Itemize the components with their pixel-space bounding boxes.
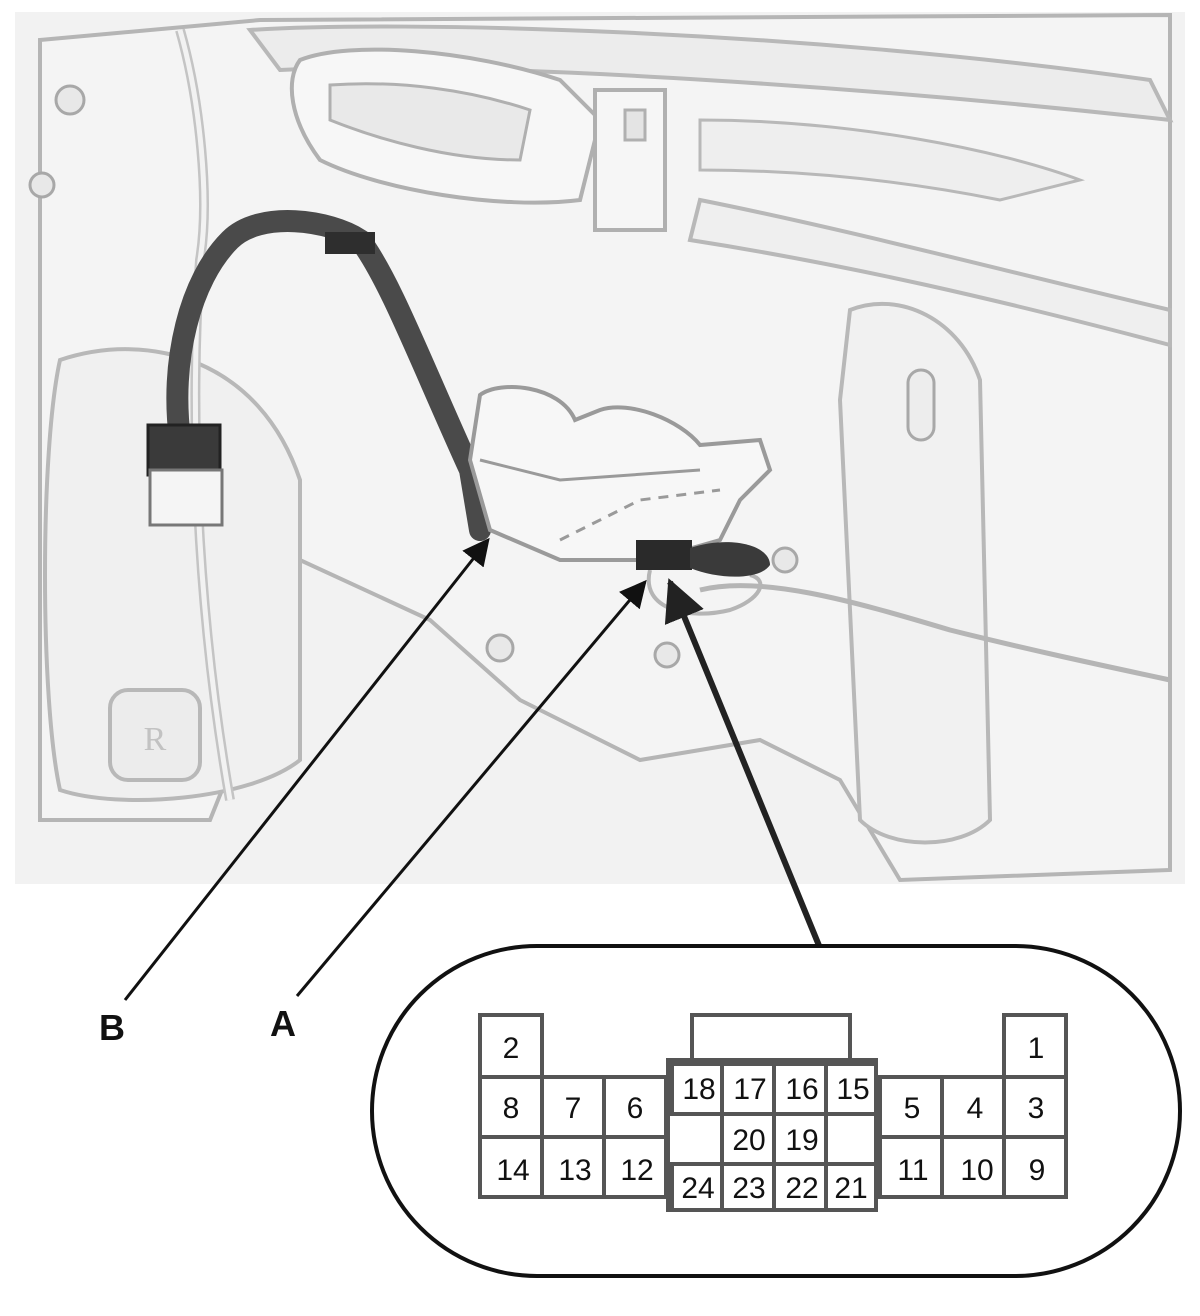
pin-label: 22 — [785, 1172, 818, 1205]
pin-cell-13 — [540, 1135, 606, 1199]
bolt-4 — [653, 641, 681, 669]
pin-label: 6 — [627, 1092, 644, 1125]
pin-cell-18 — [670, 1062, 724, 1116]
pin-cell-15 — [824, 1062, 878, 1116]
connector-housing — [478, 1013, 1068, 1212]
bolt-2 — [28, 171, 56, 199]
pin-cell-14 — [478, 1135, 544, 1199]
bolt-1 — [54, 84, 86, 116]
pin-label: 4 — [967, 1092, 984, 1125]
pocket-emboss — [108, 688, 202, 782]
callout-b-leader — [123, 537, 490, 1001]
pin-cell-10 — [940, 1135, 1006, 1199]
bolt-3 — [485, 633, 515, 663]
pin-label: 16 — [785, 1073, 818, 1106]
pin-label: 10 — [960, 1154, 993, 1187]
door-lock-actuator — [467, 385, 773, 562]
lock-cable — [699, 583, 1171, 683]
pin-label: 18 — [682, 1073, 715, 1106]
pin-label: 21 — [834, 1172, 867, 1205]
harness-connector-body — [148, 468, 224, 527]
pin-label: 7 — [565, 1092, 582, 1125]
pin-label: 13 — [558, 1154, 591, 1187]
pin-cell-11 — [878, 1135, 944, 1199]
bolt-5 — [771, 546, 799, 574]
cable-loop — [646, 569, 763, 616]
pin-label: 1 — [1028, 1032, 1045, 1065]
door-handle-lever — [328, 82, 532, 162]
handle-bracket-slot — [623, 108, 647, 142]
pin-cell-7 — [540, 1075, 606, 1139]
arm-slot — [906, 368, 936, 442]
pocket-emboss-letter: R — [144, 721, 167, 758]
pin-label: 14 — [496, 1154, 529, 1187]
pin-cell-12 — [602, 1135, 668, 1199]
bolt-group — [28, 84, 799, 669]
pin-label: 2 — [503, 1032, 520, 1065]
pin-label: 24 — [681, 1172, 714, 1205]
pin-label: 9 — [1029, 1154, 1046, 1187]
pin-label: 23 — [732, 1172, 765, 1205]
lower-arm — [837, 301, 993, 845]
connector-face-view: 2 8 14 7 13 6 12 18 17 16 15 20 19 24 23… — [370, 944, 1182, 1278]
pin-cell-6 — [602, 1075, 668, 1139]
actuator-detail-line — [479, 458, 701, 482]
pin-label: 11 — [897, 1154, 928, 1187]
pin-label: 19 — [785, 1124, 818, 1157]
lower-pocket — [43, 347, 302, 802]
harness-connector-sleeve — [146, 423, 222, 477]
wire-harness — [166, 210, 491, 541]
pin-cell-1 — [1002, 1013, 1068, 1079]
callout-label-b: B — [99, 1007, 125, 1048]
actuator-cable-boot — [690, 542, 770, 577]
pin-label: 20 — [732, 1124, 765, 1157]
actuator-connector-socket — [636, 540, 692, 570]
pin-label: 12 — [620, 1154, 653, 1187]
pin-labels: 2 8 14 7 13 6 12 18 17 16 15 20 19 24 23… — [496, 1032, 1045, 1205]
pin-label: 17 — [733, 1073, 766, 1106]
callout-a-leader — [295, 579, 647, 997]
handle-diagonal-panel — [698, 118, 1086, 202]
callout-label-a: A — [270, 1003, 296, 1044]
upper-frame-rail — [687, 197, 1172, 348]
pin-label: 3 — [1028, 1092, 1045, 1125]
connector-view-leader — [664, 578, 823, 950]
pin-label: 8 — [503, 1092, 520, 1125]
pin-cell-9 — [1002, 1135, 1068, 1199]
pin-cell-21 — [824, 1162, 878, 1212]
pin-label: 15 — [836, 1073, 869, 1106]
pin-cell-2 — [478, 1013, 544, 1079]
harness-clip — [325, 232, 375, 254]
pin-label: 5 — [904, 1092, 921, 1125]
door-illustration: R — [15, 12, 1185, 884]
